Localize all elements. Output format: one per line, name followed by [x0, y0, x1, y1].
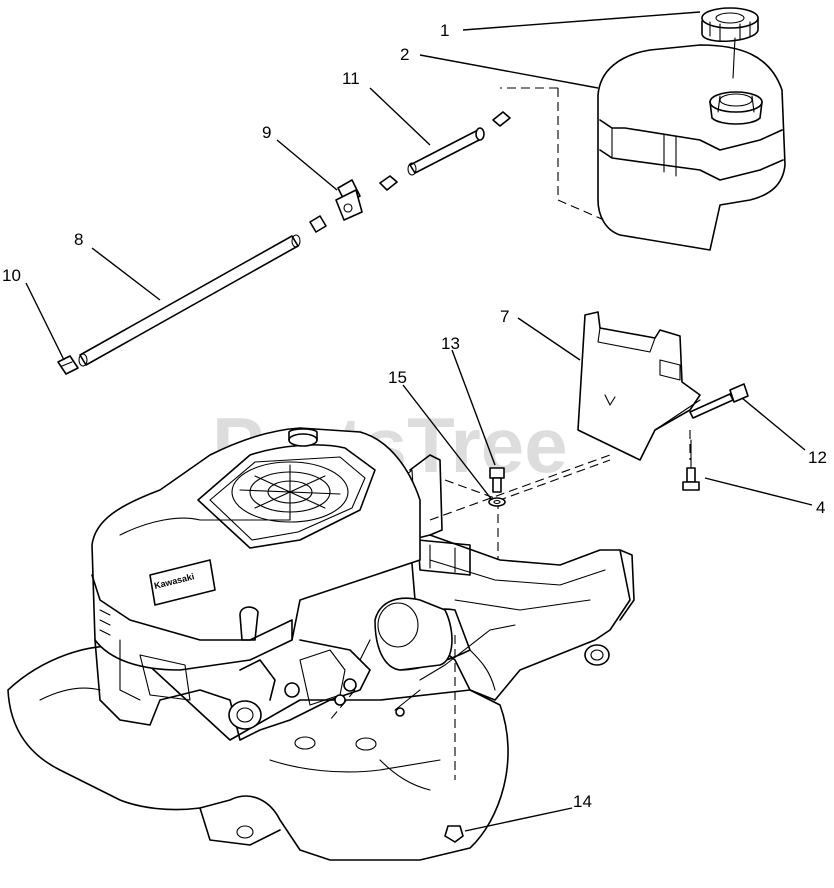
callout-15: 15	[388, 368, 407, 387]
fuel-valve-icon	[309, 179, 363, 233]
callout-10: 10	[2, 266, 21, 285]
callout-2: 2	[400, 45, 409, 64]
fuel-hose-lower-icon	[78, 234, 301, 367]
nut-icon	[444, 825, 464, 843]
mower-deck-icon	[7, 645, 509, 861]
engine-icon: Kawasaki	[91, 427, 453, 741]
bolt-4-icon	[682, 439, 700, 491]
callout-9: 9	[262, 123, 271, 142]
callout-11: 11	[342, 69, 360, 88]
fuel-cap-icon	[701, 7, 759, 43]
fuel-hose-upper-icon	[379, 111, 511, 191]
callout-8: 8	[74, 230, 83, 249]
bolt-12-icon	[689, 383, 749, 419]
callout-1: 1	[440, 21, 449, 40]
leader-lines	[25, 11, 813, 832]
washer-icon	[488, 497, 506, 507]
fuel-tank-icon	[597, 37, 786, 251]
callout-7: 7	[500, 307, 509, 326]
callout-13: 13	[441, 334, 460, 353]
callout-12: 12	[808, 448, 827, 467]
bolt-13-icon	[489, 467, 505, 493]
callout-4: 4	[816, 498, 825, 517]
callout-labels: 1 2 4 7 8 9 10 11 12 13 14 15	[2, 21, 827, 811]
tank-bracket-icon	[577, 311, 701, 461]
callout-14: 14	[573, 792, 592, 811]
hose-clamp-icon	[57, 355, 79, 375]
